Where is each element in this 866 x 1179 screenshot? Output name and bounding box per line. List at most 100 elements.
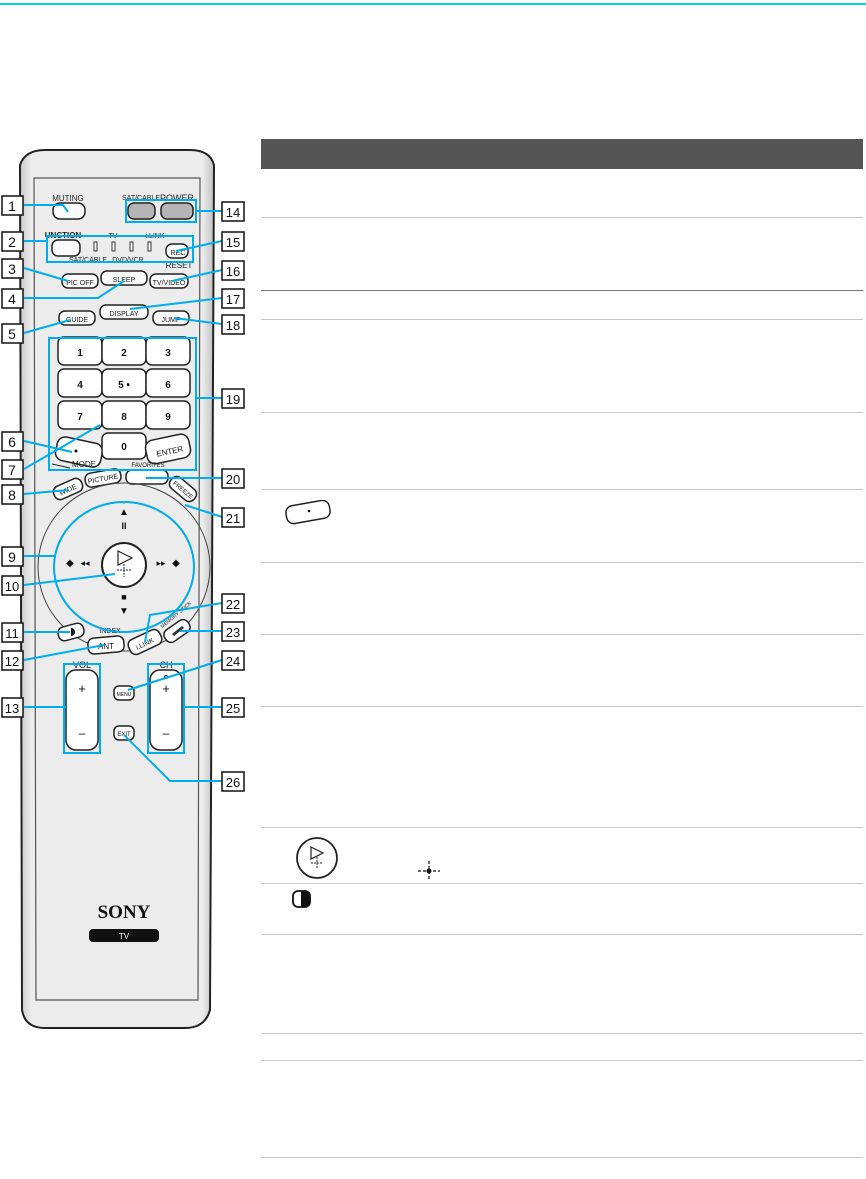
power-button[interactable]: POWER: [160, 193, 195, 220]
key-4[interactable]: 4: [57, 368, 103, 398]
key-9[interactable]: 9: [145, 400, 191, 430]
key-2[interactable]: 2: [101, 336, 147, 366]
svg-text:19: 19: [226, 392, 240, 407]
svg-text:21: 21: [226, 511, 240, 526]
key-6[interactable]: 6: [145, 368, 191, 398]
svg-text:12: 12: [5, 654, 19, 669]
mode-indicator-leds: [93, 241, 152, 252]
callout-8: 8: [1, 484, 24, 505]
svg-text:8: 8: [8, 487, 16, 503]
svg-text:9: 9: [165, 412, 171, 423]
key-8[interactable]: 8: [101, 400, 147, 430]
exit-button[interactable]: EXIT: [113, 725, 135, 741]
svg-text:5: 5: [8, 326, 16, 342]
svg-text:1: 1: [8, 198, 16, 214]
svg-text:■: ■: [121, 592, 126, 602]
svg-text:+: +: [162, 681, 170, 696]
callout-5: 5: [1, 323, 24, 344]
dot-button-icon: [285, 500, 331, 525]
svg-text:2: 2: [121, 348, 127, 359]
key-0[interactable]: 0: [101, 432, 147, 460]
callout-17: 17: [221, 288, 245, 309]
svg-text:MENU: MENU: [117, 692, 132, 698]
svg-text:GUIDE: GUIDE: [66, 317, 89, 324]
svg-text:◆: ◆: [66, 558, 74, 569]
svg-text:POWER: POWER: [160, 193, 195, 203]
svg-text:14: 14: [226, 205, 240, 220]
table-row-divider: [261, 706, 863, 707]
callout-19: 19: [221, 388, 245, 409]
callout-1: 1: [1, 195, 24, 216]
svg-text:22: 22: [226, 597, 240, 612]
svg-text:TV: TV: [119, 932, 130, 941]
svg-text:◦: ◦: [123, 501, 125, 507]
svg-text:18: 18: [226, 318, 240, 333]
svg-text:0: 0: [121, 442, 127, 453]
play-select-icon: [296, 837, 338, 879]
svg-text:II: II: [121, 521, 126, 531]
svg-text:TV/VIDEO: TV/VIDEO: [153, 280, 186, 287]
table-row-divider: [261, 883, 863, 884]
svg-text:6: 6: [165, 380, 171, 391]
callout-11: 11: [1, 622, 24, 643]
svg-text:DVD/VCR: DVD/VCR: [112, 257, 144, 264]
callout-14: 14: [221, 201, 245, 222]
jump-button[interactable]: JUMP: [152, 310, 190, 326]
muting-button[interactable]: MUTING: [52, 194, 86, 220]
top-accent-rule: [0, 3, 866, 5]
svg-text:16: 16: [226, 264, 240, 279]
svg-text:5 •: 5 •: [118, 380, 130, 391]
callout-15: 15: [221, 231, 245, 252]
ant-button[interactable]: ANT: [87, 635, 125, 655]
picture-button[interactable]: PICTURE: [84, 468, 122, 488]
key-3[interactable]: 3: [145, 336, 191, 366]
tv-video-button[interactable]: TV/VIDEO: [149, 273, 189, 289]
svg-text:7: 7: [8, 462, 16, 478]
crosshair-icon: [418, 861, 440, 881]
table-row-divider: [261, 412, 863, 413]
memory-stick-button[interactable]: [162, 617, 193, 645]
svg-text:26: 26: [226, 775, 240, 790]
key-7[interactable]: 7: [57, 400, 103, 430]
key-1[interactable]: 1: [57, 336, 103, 366]
svg-text:▸▸: ▸▸: [156, 558, 166, 568]
table-row-divider: [261, 489, 863, 490]
channel-rocker[interactable]: + –: [149, 669, 183, 751]
table-row-divider: [261, 1060, 863, 1061]
svg-text:7: 7: [77, 412, 83, 423]
enter-button[interactable]: ENTER: [144, 433, 192, 466]
svg-text:10: 10: [5, 579, 19, 594]
split-screen-button[interactable]: [57, 622, 86, 642]
key-5[interactable]: 5 •: [101, 368, 147, 398]
callout-22: 22: [221, 593, 245, 614]
wide-button[interactable]: WIDE: [51, 477, 84, 502]
callout-13: 13: [1, 697, 24, 718]
svg-text:2: 2: [8, 234, 16, 250]
svg-text:SAT/CABLE: SAT/CABLE: [69, 257, 107, 264]
svg-text:20: 20: [226, 472, 240, 487]
guide-button[interactable]: GUIDE: [58, 310, 96, 326]
volume-rocker[interactable]: + –: [65, 669, 99, 751]
tv-badge: TV: [89, 929, 159, 942]
pic-off-button[interactable]: PIC OFF: [61, 273, 99, 289]
callout-25: 25: [221, 697, 245, 718]
table-row-divider: [261, 934, 863, 935]
callout-6: 6: [1, 431, 24, 452]
svg-text:MUTING: MUTING: [52, 194, 84, 203]
svg-text:4: 4: [8, 291, 16, 307]
callout-9: 9: [1, 546, 24, 567]
sat-cable-power-button[interactable]: SAT/CABLE: [122, 195, 160, 220]
svg-text:RESET: RESET: [166, 261, 193, 270]
svg-text:24: 24: [226, 654, 240, 669]
svg-text:▼: ▼: [119, 606, 129, 617]
svg-text:–: –: [79, 726, 86, 740]
sony-logo: SONY: [98, 902, 151, 923]
sleep-button[interactable]: SLEEP: [100, 270, 148, 286]
callout-7: 7: [1, 459, 24, 480]
play-select-button[interactable]: [101, 542, 147, 588]
table-row-divider: [261, 562, 863, 563]
svg-text:–: –: [163, 726, 170, 740]
split-screen-icon: [292, 890, 311, 908]
table-row-divider: [261, 634, 863, 635]
